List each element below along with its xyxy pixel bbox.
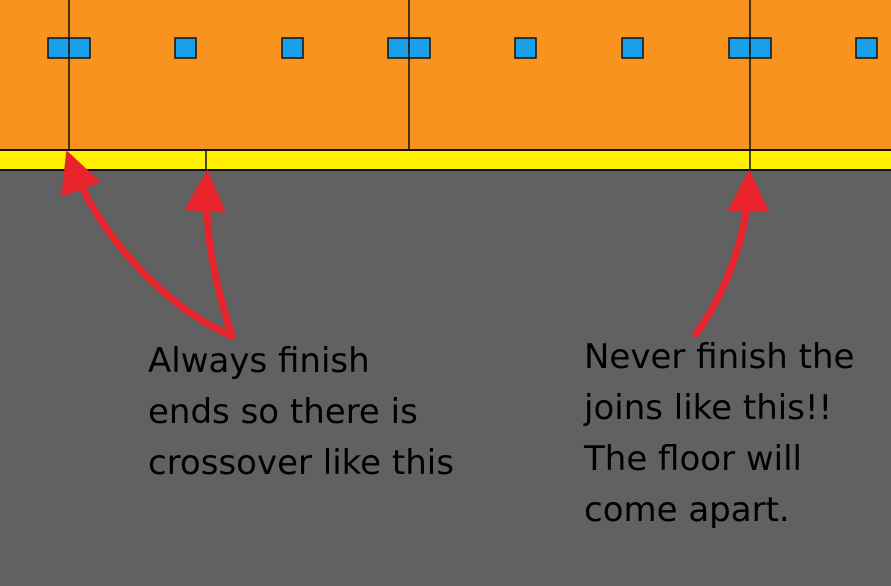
- nail-square: [281, 37, 304, 59]
- nail-square: [749, 37, 772, 59]
- note-line: The floor will: [584, 439, 802, 479]
- note-line: come apart.: [584, 490, 790, 530]
- nail-square: [514, 37, 537, 59]
- note-line: Never finish the: [584, 337, 855, 377]
- nail-square: [387, 37, 410, 59]
- red-arrow: [692, 169, 770, 338]
- nail-square: [47, 37, 70, 59]
- warning-note: Never finish the joins like this!! The f…: [584, 332, 854, 536]
- nail-square: [728, 37, 751, 59]
- note-line: Always finish: [148, 341, 370, 381]
- edge-strip: [0, 150, 891, 170]
- nail-square: [68, 37, 91, 59]
- note-line: joins like this!!: [584, 388, 833, 428]
- note-line: crossover like this: [148, 443, 454, 483]
- red-arrow: [61, 150, 236, 340]
- nail-square: [408, 37, 431, 59]
- note-line: ends so there is: [148, 392, 418, 432]
- nail-square: [621, 37, 644, 59]
- nail-square: [855, 37, 878, 59]
- red-arrow: [184, 169, 236, 340]
- floor-boards: [0, 0, 891, 150]
- nail-square: [174, 37, 197, 59]
- crossover-note: Always finish ends so there is crossover…: [148, 336, 454, 489]
